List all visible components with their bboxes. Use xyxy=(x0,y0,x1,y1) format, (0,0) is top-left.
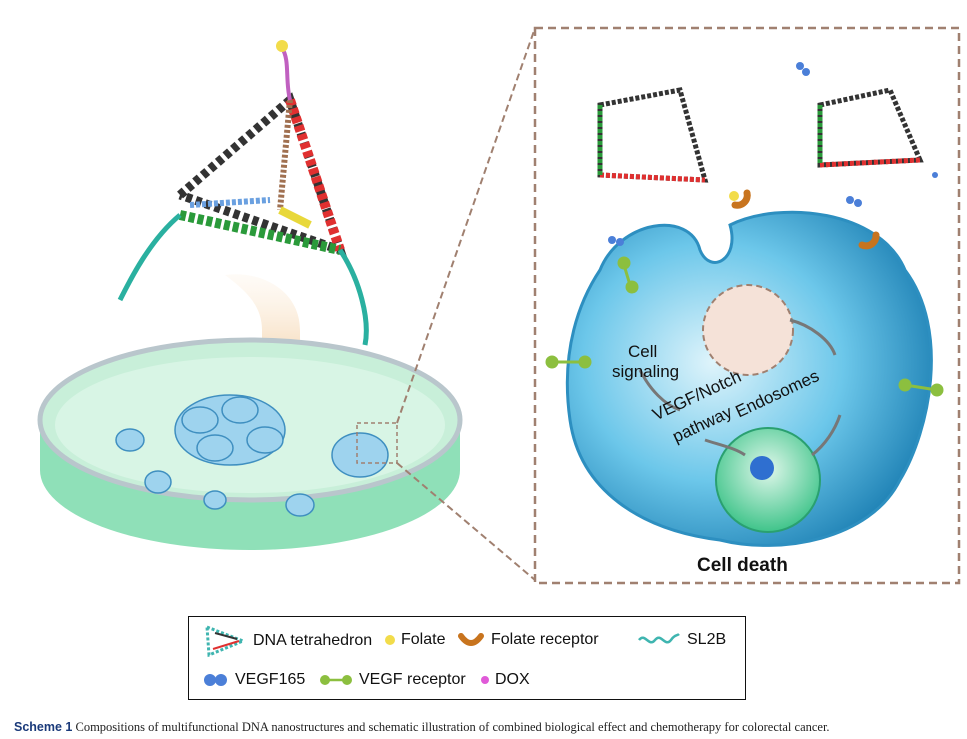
legend: DNA tetrahedron Folate Folate receptor S… xyxy=(188,616,746,700)
caption-prefix: Scheme 1 xyxy=(14,720,73,734)
label-cell-death: Cell death xyxy=(697,555,788,576)
blue-double-dot-icon xyxy=(204,674,227,686)
legend-label: VEGF receptor xyxy=(359,671,466,688)
legend-label: Folate receptor xyxy=(491,631,599,648)
green-dumbbell-icon xyxy=(320,675,352,685)
legend-item-vegf165: VEGF165 xyxy=(203,671,305,689)
label-cell: Cell xyxy=(628,342,658,361)
legend-label: DNA tetrahedron xyxy=(253,632,373,649)
legend-item-sl2b: SL2B xyxy=(637,631,726,649)
caption-text: Compositions of multifunctional DNA nano… xyxy=(75,720,830,734)
legend-item-folate-receptor: Folate receptor xyxy=(457,631,599,649)
legend-item-vegf-receptor: VEGF receptor xyxy=(319,671,466,689)
legend-item-dna-tetrahedron: DNA tetrahedron xyxy=(203,623,372,659)
legend-item-dox: DOX xyxy=(481,671,530,689)
legend-label: Folate xyxy=(401,631,446,648)
petri-dish xyxy=(37,337,463,550)
dna-tetrahedron-small xyxy=(597,87,924,183)
legend-item-folate: Folate xyxy=(385,631,445,649)
legend-label: DOX xyxy=(495,671,530,688)
helix-icon xyxy=(638,633,680,644)
cell xyxy=(565,210,933,547)
figure-caption: Scheme 1 Compositions of multifunctional… xyxy=(14,720,830,735)
label-signaling: signaling xyxy=(612,362,680,381)
pink-dot-icon xyxy=(481,676,489,684)
yellow-dot-icon xyxy=(385,635,395,645)
dna-tetrahedron-large xyxy=(117,40,369,346)
legend-label: VEGF165 xyxy=(235,671,306,688)
legend-label: SL2B xyxy=(687,631,727,648)
orange-arc-icon xyxy=(458,633,484,646)
dna-tetrahedron-icon xyxy=(205,624,247,658)
